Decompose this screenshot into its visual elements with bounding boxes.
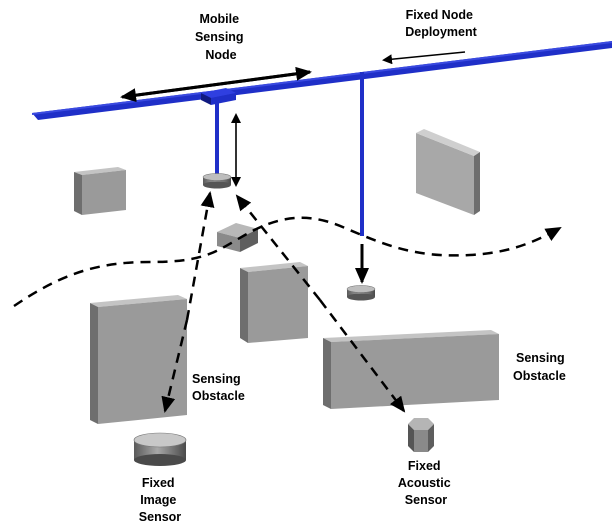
sensing-obstacle-left-label: Sensing Obstacle [192, 372, 245, 403]
deployment-tether [360, 72, 364, 236]
mobile-label-line-3: Node [205, 48, 236, 62]
mobile-label-line-1: Mobile [199, 12, 239, 26]
acoustic-sensor-sight-line [235, 194, 406, 413]
acoustic-sensor-line-3: Sensor [405, 493, 448, 507]
deployment-direction-arrow [382, 51, 466, 65]
cable-rail [32, 41, 612, 120]
deployed-node-disc [346, 285, 376, 301]
image-sensor-sight-line [161, 191, 215, 413]
fixed-node-deployment-label: Fixed Node Deployment [405, 8, 477, 39]
obstacle-left-line-2: Obstacle [192, 389, 245, 403]
deployment-label-line-1: Fixed Node [406, 8, 473, 22]
image-sensor-line-3: Sensor [139, 510, 182, 524]
fixed-image-sensor-label: Fixed Image Sensor [139, 476, 182, 524]
mobile-sensor-disc [202, 173, 232, 189]
fixed-acoustic-sensor-label: Fixed Acoustic Sensor [398, 459, 454, 507]
obstacle-left-line-1: Sensing [192, 372, 241, 386]
tall-box-right [416, 129, 480, 215]
mobile-label-line-2: Sensing [195, 30, 244, 44]
mobile-node-tether [215, 102, 219, 176]
image-sensor-line-1: Fixed [142, 476, 175, 490]
acoustic-sensor-line-1: Fixed [408, 459, 441, 473]
small-box-left [74, 167, 126, 215]
mobile-robot-box [217, 223, 258, 252]
sensing-obstacle-right-label: Sensing Obstacle [513, 351, 568, 383]
mobile-robot-path [13, 216, 562, 308]
mobile-node-movement-arrow [120, 66, 312, 103]
sensing-obstacle-right-block [323, 330, 499, 409]
fixed-acoustic-sensor-icon [408, 418, 434, 452]
fixed-image-sensor-icon [133, 432, 187, 466]
obstacle-right-line-2: Obstacle [513, 369, 566, 383]
sensing-obstacle-left-block [90, 295, 187, 424]
deployment-label-line-2: Deployment [405, 25, 477, 39]
acoustic-sensor-line-2: Acoustic [398, 476, 451, 490]
image-sensor-line-2: Image [140, 493, 176, 507]
obstacle-right-line-1: Sensing [516, 351, 565, 365]
mobile-sensing-node-label: Mobile Sensing Node [195, 12, 247, 62]
middle-box [240, 262, 308, 343]
